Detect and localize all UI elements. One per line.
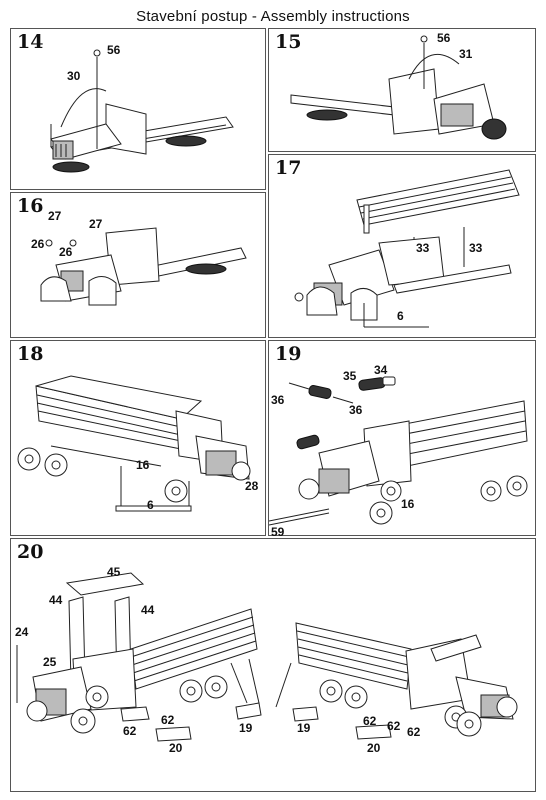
callout-19: 19 bbox=[297, 721, 311, 735]
step-17-panel: 17 33 33 6 bbox=[268, 154, 536, 338]
callout-33: 33 bbox=[416, 241, 430, 255]
callout-36: 36 bbox=[349, 403, 363, 417]
callout-35: 35 bbox=[343, 369, 357, 383]
step-19-drawing bbox=[269, 376, 528, 526]
callout-16: 16 bbox=[136, 458, 150, 472]
callout-36: 36 bbox=[271, 393, 285, 407]
callout-19: 19 bbox=[239, 721, 253, 735]
step-16-panel: 16 27 27 26 26 bbox=[10, 192, 266, 338]
callout-26: 26 bbox=[59, 245, 73, 259]
step-number: 19 bbox=[275, 343, 302, 365]
step-18-panel: 18 16 28 6 bbox=[10, 340, 266, 536]
callout-31: 31 bbox=[459, 47, 473, 61]
callout-27: 27 bbox=[48, 209, 62, 223]
callout-45: 45 bbox=[107, 565, 121, 579]
callout-25: 25 bbox=[43, 655, 57, 669]
step-number: 17 bbox=[275, 157, 302, 179]
step-17-drawing bbox=[294, 169, 520, 328]
callout-20: 20 bbox=[367, 741, 381, 755]
callout-6: 6 bbox=[397, 309, 404, 323]
callout-26: 26 bbox=[31, 237, 45, 251]
callout-24: 24 bbox=[15, 625, 29, 639]
callout-56: 56 bbox=[107, 43, 121, 57]
callout-30: 30 bbox=[67, 69, 81, 83]
callout-28: 28 bbox=[245, 479, 259, 493]
callout-27: 27 bbox=[89, 217, 103, 231]
callout-44: 44 bbox=[141, 603, 155, 617]
callout-6: 6 bbox=[147, 498, 154, 512]
callout-62: 62 bbox=[387, 719, 401, 733]
step-14-drawing bbox=[50, 49, 234, 173]
callout-20: 20 bbox=[169, 741, 183, 755]
callout-16: 16 bbox=[401, 497, 415, 511]
step-number: 15 bbox=[275, 31, 302, 53]
callout-62: 62 bbox=[123, 724, 137, 738]
step-19-panel: 19 34 35 36 36 16 59 bbox=[268, 340, 536, 539]
page-title: Stavební postup - Assembly instructions bbox=[136, 8, 410, 25]
step-16-drawing bbox=[40, 227, 247, 306]
step-18-drawing bbox=[17, 375, 251, 512]
step-15-panel: 15 56 31 bbox=[268, 28, 536, 152]
step-number: 14 bbox=[17, 31, 44, 53]
callout-62: 62 bbox=[161, 713, 175, 727]
step-number: 18 bbox=[17, 343, 44, 365]
step-20-drawing bbox=[16, 572, 518, 742]
step-number: 20 bbox=[17, 541, 44, 563]
callout-34: 34 bbox=[374, 363, 388, 377]
callout-59: 59 bbox=[271, 525, 285, 539]
callout-44: 44 bbox=[49, 593, 63, 607]
step-14-panel: 14 56 30 bbox=[10, 28, 266, 190]
callout-56: 56 bbox=[437, 31, 451, 45]
step-20-panel: 20 bbox=[10, 538, 536, 792]
callout-62: 62 bbox=[363, 714, 377, 728]
callout-33: 33 bbox=[469, 241, 483, 255]
callout-62: 62 bbox=[407, 725, 421, 739]
step-number: 16 bbox=[17, 195, 44, 217]
step-15-drawing bbox=[290, 35, 507, 140]
